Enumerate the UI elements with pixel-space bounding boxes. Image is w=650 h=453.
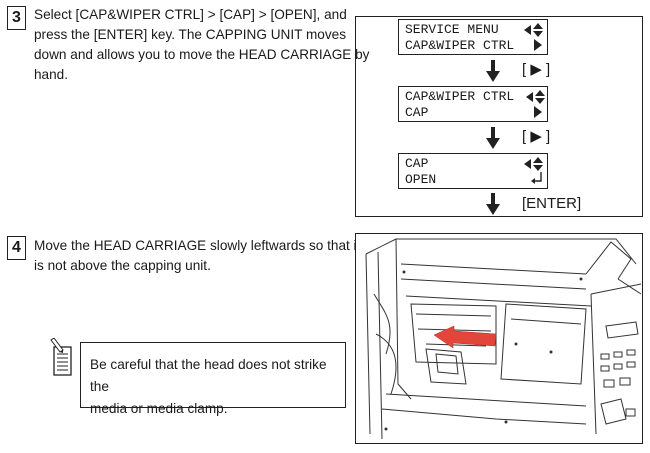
step-number-4: 4 [7,236,26,260]
step-4-instructions: Move the HEAD CARRIAGE slowly leftwards … [34,236,360,276]
caution-note-box: Be careful that the head does not strike… [80,342,346,416]
step-3-line-2: press the [ENTER] key. The CAPPING UNIT … [34,27,346,42]
lcd-line-2: CAP [405,105,429,120]
lcd-screen-service-menu: SERVICE MENU CAP&WIPER CTRL [398,19,548,55]
lcd-line-1: CAP&WIPER CTRL [405,89,515,104]
right-arrow-icon [533,39,543,51]
lcd-screen-cap-open: CAP OPEN [398,153,548,189]
step-number-3: 3 [7,6,26,30]
step-3-line-4: hand. [34,67,69,82]
step-3-line-1: Select [CAP&WIPER CTRL] > [CAP] > [OPEN]… [34,7,347,22]
step-3-instructions: Select [CAP&WIPER CTRL] > [CAP] > [OPEN]… [34,5,369,85]
up-down-arrow-icon [525,90,545,104]
move-left-arrow [433,325,497,349]
caution-note-text: Be careful that the head does not strike… [90,354,345,420]
lcd-line-2: OPEN [405,172,437,187]
up-down-arrow-icon [523,23,543,37]
down-arrow-icon [486,60,500,82]
lcd-line-1: CAP [405,156,429,171]
lcd-screen-cap-wiper: CAP&WIPER CTRL CAP [398,86,548,122]
lcd-line-2: CAP&WIPER CTRL [405,38,515,53]
right-key-label: [ ▶ ] [522,128,551,145]
lcd-line-1: SERVICE MENU [405,22,499,37]
step-3-line-3: down and allows you to move the HEAD CAR… [34,47,370,62]
enter-key-label: [ENTER] [522,195,582,212]
right-key-label: [ ▶ ] [522,61,551,78]
enter-return-icon [531,172,543,185]
note-line-2: media or media clamp. [90,401,228,416]
down-arrow-icon [486,193,500,215]
step-4-line-2: is not above the capping unit. [34,258,211,273]
menu-sequence-panel: SERVICE MENU CAP&WIPER CTRL [ ▶ ] CAP&WI… [355,16,643,217]
head-carriage-illustration [355,233,643,444]
note-pad-icon [50,338,72,376]
right-arrow-icon [533,106,543,118]
down-arrow-icon [486,127,500,149]
up-down-arrow-icon [523,157,543,171]
note-line-1: Be careful that the head does not strike… [90,357,327,394]
step-4-line-1: Move the HEAD CARRIAGE slowly leftwards … [34,238,361,253]
printer-line-drawing [365,238,642,440]
